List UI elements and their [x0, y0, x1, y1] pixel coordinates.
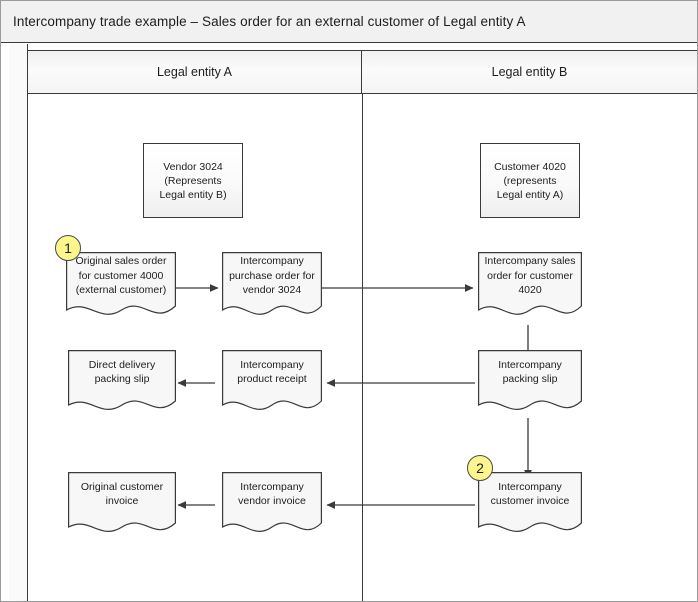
document-original-customer-invoice: Original customer invoice — [68, 472, 176, 538]
lane-header-legal-entity-b: Legal entity B — [362, 50, 697, 94]
document-intercompany-packing-slip: Intercompany packing slip — [478, 350, 582, 416]
lane-label-b: Legal entity B — [491, 65, 568, 79]
document-intercompany-packing-slip-label: Intercompany packing slip — [498, 358, 562, 386]
page-title: Intercompany trade example – Sales order… — [13, 14, 526, 29]
entity-box-vendor-3024-label: Vendor 3024 (Represents Legal entity B) — [159, 160, 227, 201]
document-intercompany-product-receipt: Intercompany product receipt — [222, 350, 322, 416]
diagram-title-bar: Intercompany trade example – Sales order… — [1, 1, 697, 43]
document-original-sales-order: Original sales order for customer 4000 (… — [66, 252, 176, 322]
lane-header-legal-entity-a: Legal entity A — [28, 50, 362, 94]
document-intercompany-sales-order: Intercompany sales order for customer 40… — [478, 252, 582, 322]
document-direct-delivery-packing-slip-label: Direct delivery packing slip — [88, 358, 156, 386]
callout-badge-1-number: 1 — [64, 240, 72, 256]
document-intercompany-vendor-invoice-label: Intercompany vendor invoice — [238, 480, 306, 508]
lane-divider — [362, 94, 363, 601]
callout-badge-2-number: 2 — [476, 460, 484, 476]
document-direct-delivery-packing-slip: Direct delivery packing slip — [68, 350, 176, 416]
document-intercompany-sales-order-label: Intercompany sales order for customer 40… — [484, 255, 576, 297]
document-intercompany-customer-invoice-label: Intercompany customer invoice — [490, 480, 570, 508]
callout-badge-1: 1 — [55, 235, 81, 261]
document-intercompany-purchase-order-label: Intercompany purchase order for vendor 3… — [229, 255, 315, 297]
left-gutter — [9, 44, 28, 601]
document-intercompany-customer-invoice: Intercompany customer invoice — [478, 472, 582, 538]
entity-box-vendor-3024: Vendor 3024 (Represents Legal entity B) — [143, 143, 243, 218]
entity-box-customer-4020: Customer 4020 (represents Legal entity A… — [480, 143, 580, 218]
lane-label-a: Legal entity A — [156, 65, 233, 79]
callout-badge-2: 2 — [467, 455, 493, 481]
document-original-sales-order-label: Original sales order for customer 4000 (… — [75, 255, 167, 297]
document-intercompany-product-receipt-label: Intercompany product receipt — [237, 358, 307, 386]
document-intercompany-vendor-invoice: Intercompany vendor invoice — [222, 472, 322, 538]
document-original-customer-invoice-label: Original customer invoice — [80, 480, 164, 508]
document-intercompany-purchase-order: Intercompany purchase order for vendor 3… — [222, 252, 322, 322]
entity-box-customer-4020-label: Customer 4020 (represents Legal entity A… — [494, 160, 566, 201]
